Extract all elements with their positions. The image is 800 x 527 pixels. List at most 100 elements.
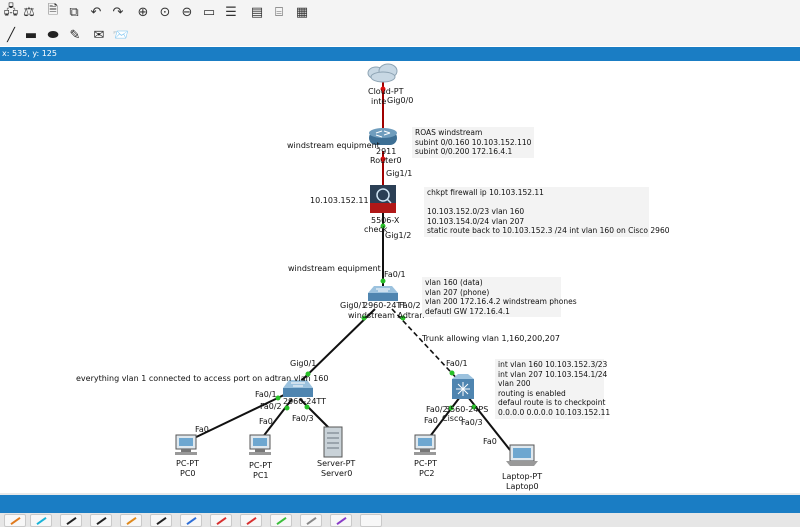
phone-cable-icon[interactable] bbox=[150, 514, 172, 527]
octal-icon[interactable] bbox=[270, 514, 292, 527]
drawing-toolbar: ╱ ▬ ⬬ ✎ ✉ 📨 bbox=[0, 24, 800, 46]
l3-name-label: Cisco bbox=[442, 414, 464, 423]
zoom-in-icon[interactable]: ⊕ bbox=[137, 4, 149, 20]
pc1-icon[interactable] bbox=[249, 434, 271, 455]
firewall-icon[interactable] bbox=[370, 185, 396, 213]
pc0-name-label: PC0 bbox=[180, 469, 196, 478]
console-cable-icon[interactable] bbox=[30, 514, 52, 527]
network-icon[interactable]: 🖧 bbox=[3, 3, 19, 18]
note-line: vlan 200 bbox=[498, 379, 531, 389]
serial-dte-icon[interactable] bbox=[240, 514, 262, 527]
l3-type-label: 3560-24PS bbox=[445, 405, 489, 414]
cable-color-swatch bbox=[306, 517, 317, 525]
port-fa01-l3: Fa0/1 bbox=[446, 359, 468, 368]
switch0-icon[interactable] bbox=[283, 380, 313, 397]
adtran-type-label: 2960-24TT bbox=[363, 301, 407, 310]
pc2-type-label: PC-PT bbox=[414, 459, 438, 468]
trunk-label[interactable]: Trunk allowing vlan 1,160,200,207 bbox=[422, 334, 561, 343]
l3-switch-icon[interactable] bbox=[452, 374, 474, 399]
l3-switch-note[interactable]: int vlan 160 10.103.152.3/23 int vlan 20… bbox=[495, 359, 611, 419]
link-light bbox=[284, 405, 290, 411]
firewall-ip-label[interactable]: 10.103.152.11 bbox=[310, 196, 369, 205]
port-fa0-laptop-label: Fa0 bbox=[483, 437, 497, 446]
crossover-icon[interactable] bbox=[90, 514, 112, 527]
auto-connection-icon[interactable] bbox=[4, 514, 26, 527]
link-light bbox=[380, 86, 386, 92]
pc0-icon[interactable] bbox=[175, 434, 197, 455]
coordinates-readout: x: 535, y: 125 bbox=[2, 49, 57, 58]
simple-pdu-icon[interactable]: ✉ bbox=[93, 27, 105, 43]
inspect-icon[interactable]: ⚖ bbox=[23, 4, 35, 20]
link-adtran-switch0[interactable] bbox=[297, 308, 376, 385]
bottom-blue-bar bbox=[0, 495, 800, 513]
drawing-palette-icon[interactable]: ▭ bbox=[202, 4, 216, 20]
adtran-switch-icon[interactable] bbox=[368, 286, 398, 301]
link-light bbox=[448, 405, 454, 411]
server0-type-label: Server-PT bbox=[317, 459, 356, 468]
link-adtran-l3switch[interactable] bbox=[391, 308, 463, 385]
adtran-note[interactable]: vlan 160 (data) vlan 207 (phone) vlan 20… bbox=[422, 277, 577, 318]
cable-color-swatch bbox=[186, 517, 197, 525]
laptop0-name-label: Laptop0 bbox=[506, 482, 539, 491]
windstream-equipment-label-2[interactable]: windstream equipment bbox=[288, 264, 381, 273]
pc2-name-label: PC2 bbox=[419, 469, 435, 478]
laptop0-icon[interactable] bbox=[506, 444, 538, 466]
note-line: chkpt firewall ip 10.103.152.11 bbox=[427, 188, 544, 197]
iot-cable-icon[interactable] bbox=[300, 514, 322, 527]
fiber-icon[interactable] bbox=[120, 514, 142, 527]
note-line: vlan 160 (data) bbox=[425, 278, 483, 287]
rectangle-icon[interactable]: ▬ bbox=[24, 27, 38, 43]
complex-pdu-icon[interactable]: 📨 bbox=[112, 27, 130, 43]
serial-dce-icon[interactable] bbox=[210, 514, 232, 527]
note-line: 0.0.0.0 0.0.0.0 10.103.152.11 bbox=[498, 407, 611, 417]
freeform-icon[interactable]: ✎ bbox=[69, 27, 81, 43]
note-line: ROAS windstream bbox=[415, 128, 483, 137]
cluster-icon[interactable]: ▦ bbox=[295, 4, 309, 20]
custom-device-icon[interactable]: ☰ bbox=[225, 4, 237, 20]
cable-color-swatch bbox=[10, 517, 21, 525]
viewport-icon[interactable]: ⌸ bbox=[275, 4, 283, 20]
cloud-name-label: inte bbox=[371, 97, 387, 106]
router-name-label: Router0 bbox=[370, 156, 402, 165]
zoom-out-icon[interactable]: ⊖ bbox=[181, 4, 193, 20]
router-icon[interactable] bbox=[369, 128, 397, 145]
list-icon[interactable]: ▤ bbox=[250, 4, 264, 20]
copy-icon[interactable]: ⧉ bbox=[69, 4, 79, 20]
server0-icon[interactable] bbox=[323, 426, 343, 458]
zoom-custom-icon[interactable]: ⊙ bbox=[159, 4, 171, 20]
palette-extra-icon[interactable] bbox=[360, 514, 382, 527]
roas-note[interactable]: ROAS windstream subint 0/0.160 10.103.15… bbox=[412, 127, 535, 158]
firewall-type-label: 5506-X bbox=[371, 216, 400, 225]
line-icon[interactable]: ╱ bbox=[7, 27, 15, 43]
link-switch0-server[interactable] bbox=[299, 398, 331, 430]
port-fa03-l3: Fa0/3 bbox=[461, 418, 483, 427]
port-fa0-pc2-label: Fa0 bbox=[424, 416, 438, 425]
redo-icon[interactable]: ↷ bbox=[112, 4, 124, 20]
usb-cable-icon[interactable] bbox=[330, 514, 352, 527]
link-light bbox=[380, 156, 386, 162]
coaxial-icon[interactable] bbox=[180, 514, 202, 527]
note-line: defaul route is to checkpoint bbox=[498, 398, 606, 408]
logical-workspace[interactable]: Cloud-PT inte Gig0/0 2911 Router0 Gig1/1… bbox=[0, 61, 800, 493]
note-line: defautl GW 172.16.4.1 bbox=[425, 306, 510, 316]
notes-icon[interactable]: 🗎 bbox=[47, 3, 59, 18]
checkpoint-note[interactable]: chkpt firewall ip 10.103.152.11 10.103.1… bbox=[424, 187, 670, 237]
vlan1-note-label[interactable]: everything vlan 1 connected to access po… bbox=[76, 374, 329, 383]
note-line: 10.103.152.0/23 vlan 160 bbox=[427, 207, 525, 217]
port-fa02-l3: Fa0/2 bbox=[426, 405, 448, 414]
port-fa02-switch0: Fa0/2 bbox=[260, 402, 282, 411]
link-l3-pc2[interactable] bbox=[427, 396, 461, 440]
port-fa03-switch0: Fa0/3 bbox=[292, 414, 314, 423]
note-line: int vlan 160 10.103.152.3/23 bbox=[498, 360, 608, 369]
ellipse-icon[interactable]: ⬬ bbox=[47, 27, 59, 43]
pc2-icon[interactable] bbox=[414, 434, 436, 455]
cloud-icon[interactable] bbox=[367, 63, 398, 83]
port-fa0-pc1-label: Fa0 bbox=[259, 417, 273, 426]
link-switch0-pc0[interactable] bbox=[189, 393, 287, 441]
port-gig11: Gig1/1 bbox=[386, 169, 413, 178]
cable-color-swatch bbox=[216, 517, 227, 525]
undo-icon[interactable]: ↶ bbox=[90, 4, 102, 20]
straight-through-icon[interactable] bbox=[60, 514, 82, 527]
windstream-equipment-label-1[interactable]: windstream equipment bbox=[287, 141, 380, 150]
horizontal-scrollbar[interactable] bbox=[0, 493, 800, 495]
